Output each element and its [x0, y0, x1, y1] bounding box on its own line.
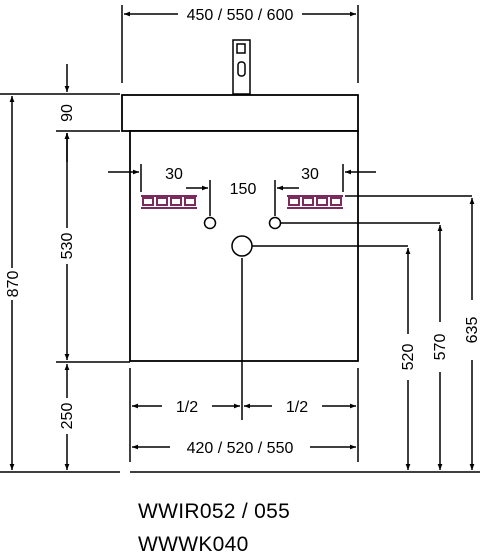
- dimension-lines: [0, 5, 480, 473]
- faucet: [232, 39, 251, 95]
- drain-height-label: 520: [400, 344, 417, 371]
- bottom-width-label: 420 / 520 / 550: [187, 440, 294, 457]
- leg-height-label: 250: [59, 403, 76, 430]
- inlet-hole-right: [268, 216, 282, 230]
- connector-right: [287, 195, 343, 209]
- hole-spacing-label: 150: [230, 181, 257, 198]
- rail-height-label: 635: [464, 317, 481, 344]
- total-height-label: 870: [5, 271, 22, 298]
- inlet-hole-left: [203, 216, 217, 230]
- basin-height-label: 90: [59, 104, 76, 122]
- connector-left: [141, 195, 197, 209]
- left-offset-label: 30: [165, 166, 183, 183]
- drain-hole: [231, 235, 253, 257]
- washbasin: [121, 94, 359, 132]
- cabinet-height-label: 530: [59, 233, 76, 260]
- top-width-label: 450 / 550 / 600: [187, 7, 294, 24]
- half-left-label: 1/2: [176, 399, 198, 416]
- product-code-line2: WWWK040: [138, 533, 249, 556]
- product-code-line1: WWIR052 / 055: [138, 500, 291, 523]
- inlet-height-label: 570: [432, 334, 449, 361]
- half-right-label: 1/2: [286, 399, 308, 416]
- right-offset-label: 30: [301, 166, 319, 183]
